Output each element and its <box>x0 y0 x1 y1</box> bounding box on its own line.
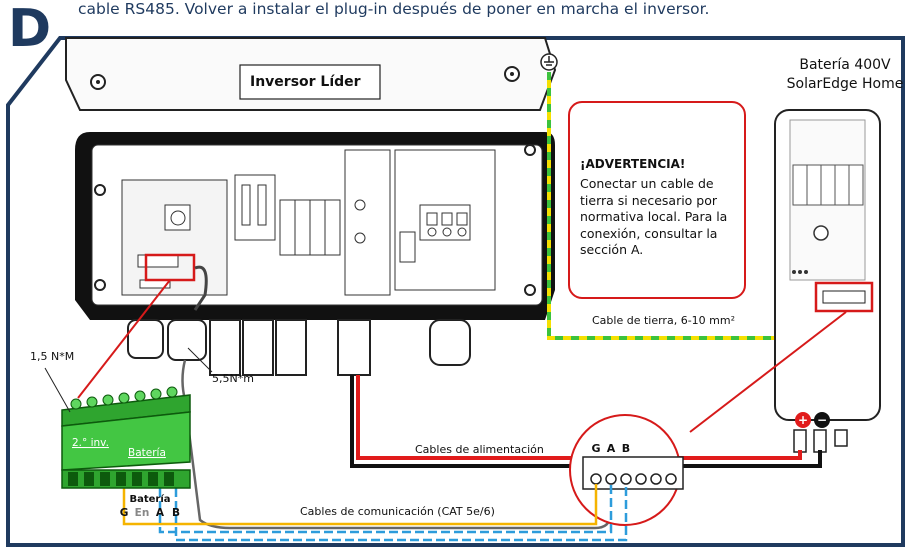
green-terminal-connector <box>61 386 191 489</box>
inverter-lid <box>65 37 557 111</box>
battery-title-line2: SolarEdge Home <box>786 76 904 92</box>
terminal-pin-en: En <box>135 507 150 519</box>
terminal-label-inv2: 2.° inv. <box>72 437 109 449</box>
comm-wire-b-blue <box>174 484 628 542</box>
comm-wire-a-blue <box>158 484 613 534</box>
battery-terminal-block <box>582 456 684 490</box>
inverter-title: Inversor Líder <box>250 74 361 90</box>
battery-pin-a: A <box>607 442 616 455</box>
battery-title-line1: Batería 400V <box>799 57 891 73</box>
instruction-text: cable RS485. Volver a instalar el plug-i… <box>78 0 710 18</box>
diagram-frame <box>6 36 905 547</box>
terminal-pin-g: G <box>120 507 129 519</box>
torque-gland-label: 5,5N*m <box>212 372 254 385</box>
inverter-body <box>75 132 555 320</box>
warning-text: Conectar un cable de tierra si necesario… <box>580 176 728 257</box>
terminal-bottom-title: Batería <box>129 493 170 505</box>
torque-connector-label: 1,5 N*M <box>30 350 75 363</box>
svg-text:−: − <box>817 413 827 427</box>
zoom-line-left <box>77 279 171 399</box>
warning-box <box>568 101 746 299</box>
terminal-label-battery: Batería <box>128 447 166 459</box>
battery-pin-g: G <box>591 442 600 455</box>
warning-title: ¡ADVERTENCIA! <box>580 157 686 171</box>
ground-symbol <box>540 53 558 71</box>
grey-comm-cable <box>181 359 612 530</box>
ground-cable-label: Cable de tierra, 6-10 mm² <box>592 314 735 327</box>
svg-text:+: + <box>798 413 808 427</box>
terminal-pin-b: B <box>172 507 180 519</box>
comm-wire-g-yellow <box>122 484 598 526</box>
battery-pin-b: B <box>622 442 630 455</box>
step-letter: D <box>8 0 52 59</box>
zoom-line-right <box>689 311 847 433</box>
comm-cables-label: Cables de comunicación (CAT 5e/6) <box>300 505 495 518</box>
battery-unit: + − <box>774 109 881 453</box>
power-cables-label: Cables de alimentación <box>415 443 544 456</box>
inverter-bottom-connectors <box>127 319 471 376</box>
battery-title: Batería 400V SolarEdge Home <box>775 56 913 94</box>
terminal-pin-a: A <box>156 507 165 519</box>
